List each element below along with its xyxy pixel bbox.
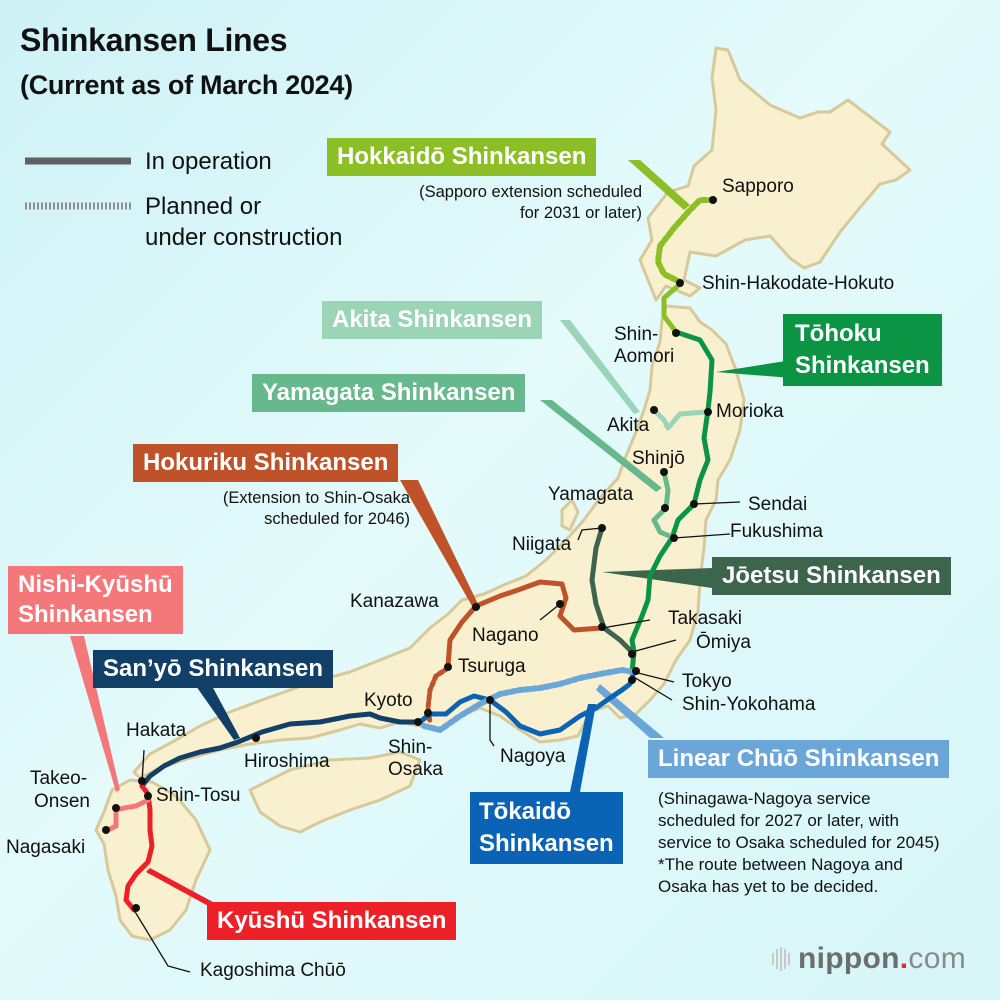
station-shin-tosu: Shin-Tosu (156, 785, 241, 806)
station-shin-hakodate-hokuto: Shin-Hakodate-Hokuto (702, 273, 895, 294)
station-shin-aomori-1: Shin- (614, 324, 659, 345)
leader-lines (133, 501, 741, 973)
joetsu-shinkansen-label: Jōetsu Shinkansen (712, 557, 951, 595)
yamagata-line (651, 469, 677, 541)
station-hiroshima: Hiroshima (244, 751, 330, 772)
station-nagano: Nagano (472, 625, 539, 646)
yamagata-shinkansen-label: Yamagata Shinkansen (252, 374, 526, 412)
logo-dot: . (899, 942, 909, 975)
shikoku-island (248, 750, 422, 834)
station-fukushima: Fukushima (730, 521, 823, 542)
nishi-kyushu-line (105, 809, 119, 833)
station-akita: Akita (607, 415, 650, 436)
hokkaido-line (661, 281, 683, 335)
station-shin-osaka-1: Shin- (388, 737, 433, 758)
station-takeo-onsen-2: Onsen (34, 791, 90, 812)
station-shin-yokohama: Shin-Yokohama (682, 694, 816, 715)
hokkaido-island (638, 46, 912, 302)
sanyo-line (139, 711, 423, 789)
legend-planned-line1: Planned or (145, 193, 262, 220)
hokkaido-note-line1: (Sapporo extension scheduled (419, 183, 642, 201)
linear-chuo-note-line2: scheduled for 2027 or later, with (658, 811, 899, 830)
station-omiya: Ōmiya (696, 632, 751, 653)
linear-chuo-note: (Shinagawa-Nagoya service scheduled for … (658, 788, 940, 898)
station-yamagata: Yamagata (548, 484, 634, 505)
tokaido-shinkansen-label: Tōkaidō Shinkansen (470, 792, 623, 864)
tohoku-shinkansen-label: Tōhoku Shinkansen (783, 314, 942, 386)
hokuriku-note-line2: scheduled for 2046) (264, 510, 410, 528)
sado-island (560, 498, 580, 532)
hokkaido-planned-line (655, 197, 716, 285)
legend-in-operation: In operation (145, 148, 272, 175)
logo-text: nippon.com (798, 942, 966, 976)
logo-tld: com (908, 942, 966, 975)
akita-shinkansen-label: Akita Shinkansen (322, 301, 543, 339)
station-kanazawa: Kanazawa (350, 591, 439, 612)
nishi-kyushu-name-line2: Shinkansen (18, 601, 153, 628)
hokuriku-note: (Extension to Shin-Osaka scheduled for 2… (160, 488, 410, 530)
station-kyoto: Kyoto (364, 690, 413, 711)
hokuriku-note-line1: (Extension to Shin-Osaka (222, 489, 410, 507)
station-sapporo: Sapporo (722, 176, 794, 197)
station-hakata: Hakata (126, 720, 187, 741)
nishi-kyushu-shinkansen-label: Nishi-Kyūshū Shinkansen (8, 566, 183, 634)
tohoku-name-line1: Tōhoku (795, 320, 882, 347)
station-niigata: Niigata (512, 534, 572, 555)
station-nagoya: Nagoya (500, 746, 566, 767)
station-shin-aomori-2: Aomori (614, 346, 675, 367)
akita-line (651, 407, 709, 431)
tokaido-name-line1: Tōkaidō (479, 798, 572, 825)
station-morioka: Morioka (716, 401, 784, 422)
logo-bars-icon (772, 947, 790, 971)
station-tsuruga: Tsuruga (458, 656, 526, 677)
page-title: Shinkansen Lines (20, 22, 288, 58)
joetsu-line (589, 525, 635, 655)
linear-chuo-note-line3: service to Osaka scheduled for 2045) (658, 833, 940, 852)
linear-chuo-note-line1: (Shinagawa-Nagoya service (658, 789, 871, 808)
linear-chuo-shinkansen-label: Linear Chūō Shinkansen (648, 740, 950, 778)
kyushu-shinkansen-label: Kyūshū Shinkansen (207, 902, 457, 940)
landmass (94, 46, 912, 942)
hokuriku-line (445, 579, 605, 669)
hokkaido-note: (Sapporo extension scheduled for 2031 or… (340, 182, 642, 224)
logo-brand: nippon (798, 942, 900, 975)
station-dots (102, 196, 717, 912)
tohoku-name-line2: Shinkansen (795, 352, 930, 379)
station-takeo-onsen-1: Takeo- (30, 768, 88, 789)
station-takasaki: Takasaki (668, 608, 742, 629)
linear-chuo-note-line5: Osaka has yet to be decided. (658, 877, 879, 896)
tokaido-name-line2: Shinkansen (479, 830, 614, 857)
hokkaido-note-line2: for 2031 or later) (520, 204, 642, 222)
hokkaido-shinkansen-label: Hokkaidō Shinkansen (327, 138, 597, 176)
station-tokyo: Tokyo (682, 671, 732, 692)
page-subtitle: (Current as of March 2024) (20, 70, 353, 100)
nishi-kyushu-name-line1: Nishi-Kyūshū (18, 571, 173, 598)
linear-chuo-planned-line (421, 667, 637, 733)
station-kagoshima-chuo: Kagoshima Chūō (200, 960, 346, 981)
hokuriku-shinkansen-label: Hokuriku Shinkansen (133, 444, 399, 482)
nippon-com-logo: nippon.com (772, 942, 966, 976)
tohoku-line (629, 329, 715, 675)
station-sendai: Sendai (748, 494, 808, 515)
station-shin-osaka-2: Osaka (388, 759, 443, 780)
honshu-island (132, 304, 746, 780)
nishi-kyushu-planned-line (113, 797, 151, 813)
station-nagasaki: Nagasaki (6, 837, 86, 858)
station-shinjo: Shinjō (632, 448, 685, 469)
tokaido-line (417, 669, 637, 737)
linear-chuo-note-line4: *The route between Nagoya and (658, 855, 903, 874)
sanyo-shinkansen-label: San’yō Shinkansen (93, 650, 334, 688)
legend-planned-line2: under construction (145, 224, 343, 251)
